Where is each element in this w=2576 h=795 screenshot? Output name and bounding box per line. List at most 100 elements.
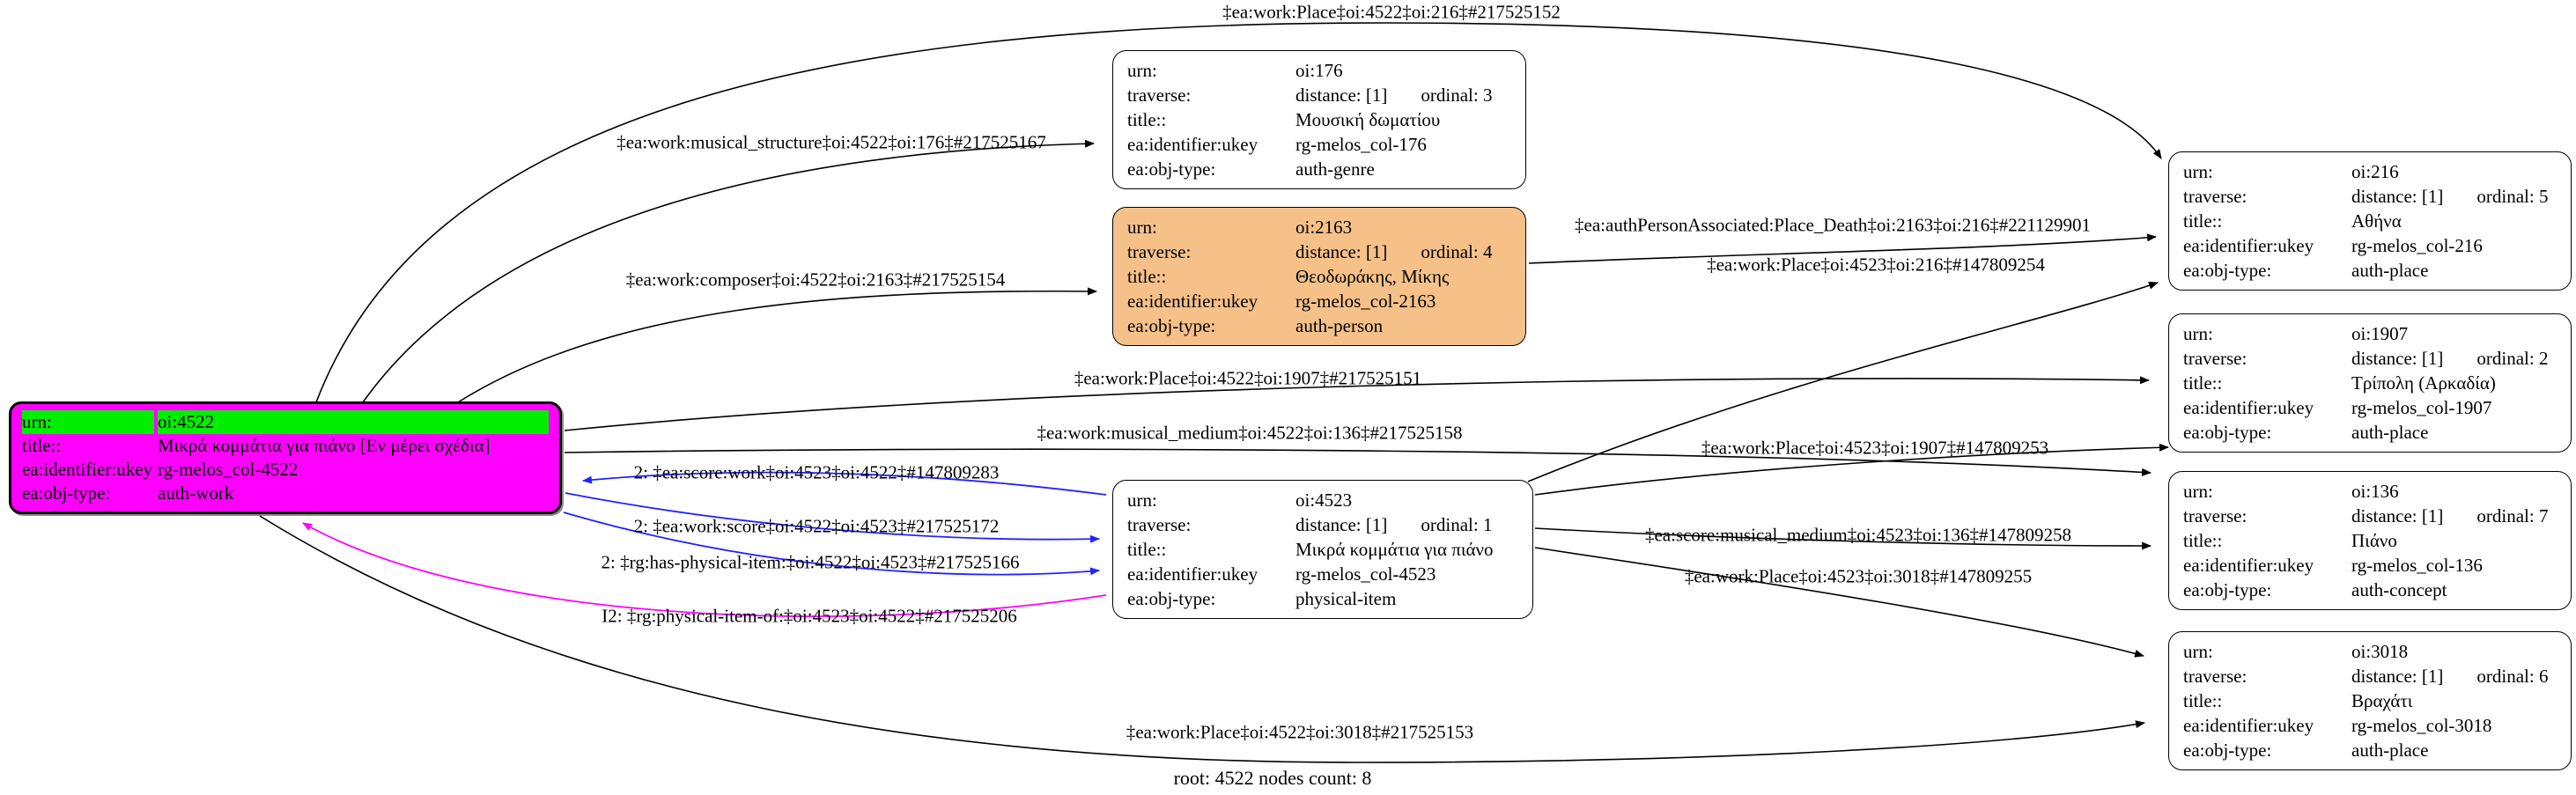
node-oi-4523[interactable]: urn: oi:4523 traverse: distance: [1]ordi… [1112,480,1533,619]
field-label: title:: [2183,210,2223,232]
edge-label-work-place-4522-3018: ‡ea:work:Place‡oi:4522‡oi:3018‡#21752515… [1126,721,1474,743]
edge-label-has-physical-item-4522-4523: 2: ‡rg:has-physical-item:‡oi:4522‡oi:452… [601,551,1020,573]
field-label: ea:identifier:ukey [2183,555,2314,576]
field-value: rg-melos_col-4522 [158,459,299,480]
field-label: traverse: [2183,666,2248,687]
field-value: oi:4523 [1295,490,1353,511]
graph-footer-text: root: 4522 nodes count: 8 [1173,767,1372,789]
node-row-traverse: traverse: distance: [1]ordinal: 2 [2183,346,2557,371]
edge-composer-4522-2163 [457,287,1097,403]
field-value: distance: [1]ordinal: 4 [1295,241,1493,262]
node-oi-176[interactable]: urn: oi:176 traverse: distance: [1]ordin… [1112,50,1526,189]
node-oi-1907[interactable]: urn: oi:1907 traverse: distance: [1]ordi… [2168,313,2572,453]
field-value: distance: [1]ordinal: 1 [1295,514,1493,535]
node-row-urn: urn: oi:2163 [1127,215,1511,239]
field-value: distance: [1]ordinal: 5 [2351,186,2549,207]
node-row-ukey: ea:identifier:ukey rg-melos_col-4522 [22,458,549,482]
node-row-title: title:: Αθήνα [2183,209,2557,233]
field-value: rg-melos_col-136 [2351,555,2483,576]
edge-has-physical-item-4522-4523 [563,512,1100,576]
edge-musical-medium-4522-136 [564,448,2152,476]
field-label: traverse: [2183,348,2248,369]
node-oi-4522[interactable]: urn: oi:4522 title:: Μικρά κομμάτια για … [9,401,562,514]
field-label: ea:obj-type: [1127,588,1216,609]
node-row-urn: urn: oi:1907 [2183,321,2557,346]
node-row-title: title:: Τρίπολη (Αρκαδία) [2183,371,2557,395]
field-value: auth-person [1295,315,1384,336]
node-row-ukey: ea:identifier:ukey rg-melos_col-2163 [1127,289,1511,313]
edge-score-musical-medium-4523-136 [1534,527,2152,550]
node-row-urn: urn: oi:3018 [2183,639,2557,664]
node-row-urn: urn: oi:4523 [1127,488,1518,512]
node-row-traverse: traverse: distance: [1]ordinal: 5 [2183,184,2557,209]
node-row-traverse: traverse: distance: [1]ordinal: 1 [1127,512,1518,537]
node-row-ukey: ea:identifier:ukey rg-melos_col-136 [2183,553,2557,578]
field-value: auth-work [158,482,234,504]
node-row-objtype: ea:obj-type: physical-item [1127,586,1518,611]
edge-label-work-place-4522-1907: ‡ea:work:Place‡oi:4522‡oi:1907‡#21752515… [1074,367,1422,389]
edge-work-score-4522-4523 [565,492,1100,543]
node-row-urn: urn: oi:136 [2183,479,2557,504]
field-label: urn: [2183,641,2213,662]
field-label: title:: [2183,690,2223,711]
field-label: urn: [1127,490,1157,511]
edge-label-work-place-4523-216: ‡ea:work:Place‡oi:4523‡oi:216‡#147809254 [1707,254,2045,276]
field-label: title:: [1127,109,1167,130]
edge-work-place-4522-1907 [564,376,2150,431]
field-label: ea:obj-type: [2183,260,2272,281]
field-label: ea:identifier:ukey [1127,563,1258,585]
edge-work-place-4522-3018 [259,515,2145,763]
field-value: physical-item [1295,588,1397,609]
field-value: rg-melos_col-1907 [2351,397,2492,418]
node-row-title: title:: Μικρά κομμάτια για πιάνο [1127,537,1518,562]
edge-work-place-4523-1907 [1534,443,2169,496]
edge-label-physical-item-of-4523-4522: I2: ‡rg:physical-item-of:‡oi:4523‡oi:452… [602,605,1017,627]
edge-work-place-4522-216 [315,22,2162,403]
field-label: ea:identifier:ukey [2183,715,2314,736]
edge-label-place-death-2163-216: ‡ea:authPersonAssociated:Place_Death‡oi:… [1575,214,2091,236]
field-value: rg-melos_col-216 [2351,235,2483,256]
field-label: title:: [1127,266,1167,287]
node-row-objtype: ea:obj-type: auth-person [1127,313,1511,338]
node-row-objtype: ea:obj-type: auth-work [22,482,549,505]
field-label: ea:obj-type: [2183,422,2272,443]
field-label: traverse: [1127,514,1192,535]
field-value: Αθήνα [2351,210,2402,232]
field-label: ea:obj-type: [1127,315,1216,336]
node-row-traverse: traverse: distance: [1]ordinal: 4 [1127,239,1511,264]
node-oi-216[interactable]: urn: oi:216 traverse: distance: [1]ordin… [2168,151,2572,291]
field-label: urn: [2183,323,2213,344]
field-label: ea:identifier:ukey [2183,397,2314,418]
ordinal-value: ordinal: 7 [2476,505,2549,526]
node-row-traverse: traverse: distance: [1]ordinal: 3 [1127,83,1511,107]
field-label: traverse: [1127,85,1192,106]
field-value: oi:1907 [2351,323,2409,344]
field-label: ea:identifier:ukey [1127,134,1258,155]
node-row-title: title:: Μικρά κομμάτια για πιάνο [Εν μέρ… [22,434,549,458]
edge-label-score-musical-medium-4523-136: ‡ea:score:musical_medium‡oi:4523‡oi:136‡… [1644,524,2072,546]
edge-label-musical-medium-4522-136: ‡ea:work:musical_medium‡oi:4522‡oi:136‡#… [1037,422,1463,444]
ordinal-value: ordinal: 4 [1421,241,1493,262]
field-value: rg-melos_col-3018 [2351,715,2492,736]
field-value: distance: [1]ordinal: 2 [2351,348,2549,369]
node-oi-136[interactable]: urn: oi:136 traverse: distance: [1]ordin… [2168,471,2572,610]
field-value: oi:2163 [1295,217,1353,238]
node-row-title: title:: Μουσική δωματίου [1127,107,1511,132]
field-value: oi:4522 [158,410,549,434]
node-row-objtype: ea:obj-type: auth-concept [2183,578,2557,602]
edge-label-composer-4522-2163: ‡ea:work:composer‡oi:4522‡oi:2163‡#21752… [625,269,1006,291]
field-value: Τρίπολη (Αρκαδία) [2351,372,2496,394]
node-row-title: title:: Θεοδωράκης, Μίκης [1127,264,1511,289]
field-value: auth-concept [2351,579,2447,600]
edge-score-work-4523-4522 [582,471,1107,496]
field-value: oi:3018 [2351,641,2409,662]
ordinal-value: ordinal: 6 [2476,666,2549,687]
field-label: traverse: [2183,505,2248,526]
field-value: auth-place [2351,740,2429,761]
field-value: Μικρά κομμάτια για πιάνο [Εν μέρει σχέδι… [158,435,491,456]
node-oi-3018[interactable]: urn: oi:3018 traverse: distance: [1]ordi… [2168,631,2572,770]
field-value: Πιάνο [2351,530,2397,551]
node-oi-2163[interactable]: urn: oi:2163 traverse: distance: [1]ordi… [1112,207,1526,346]
field-label: title:: [22,435,62,456]
